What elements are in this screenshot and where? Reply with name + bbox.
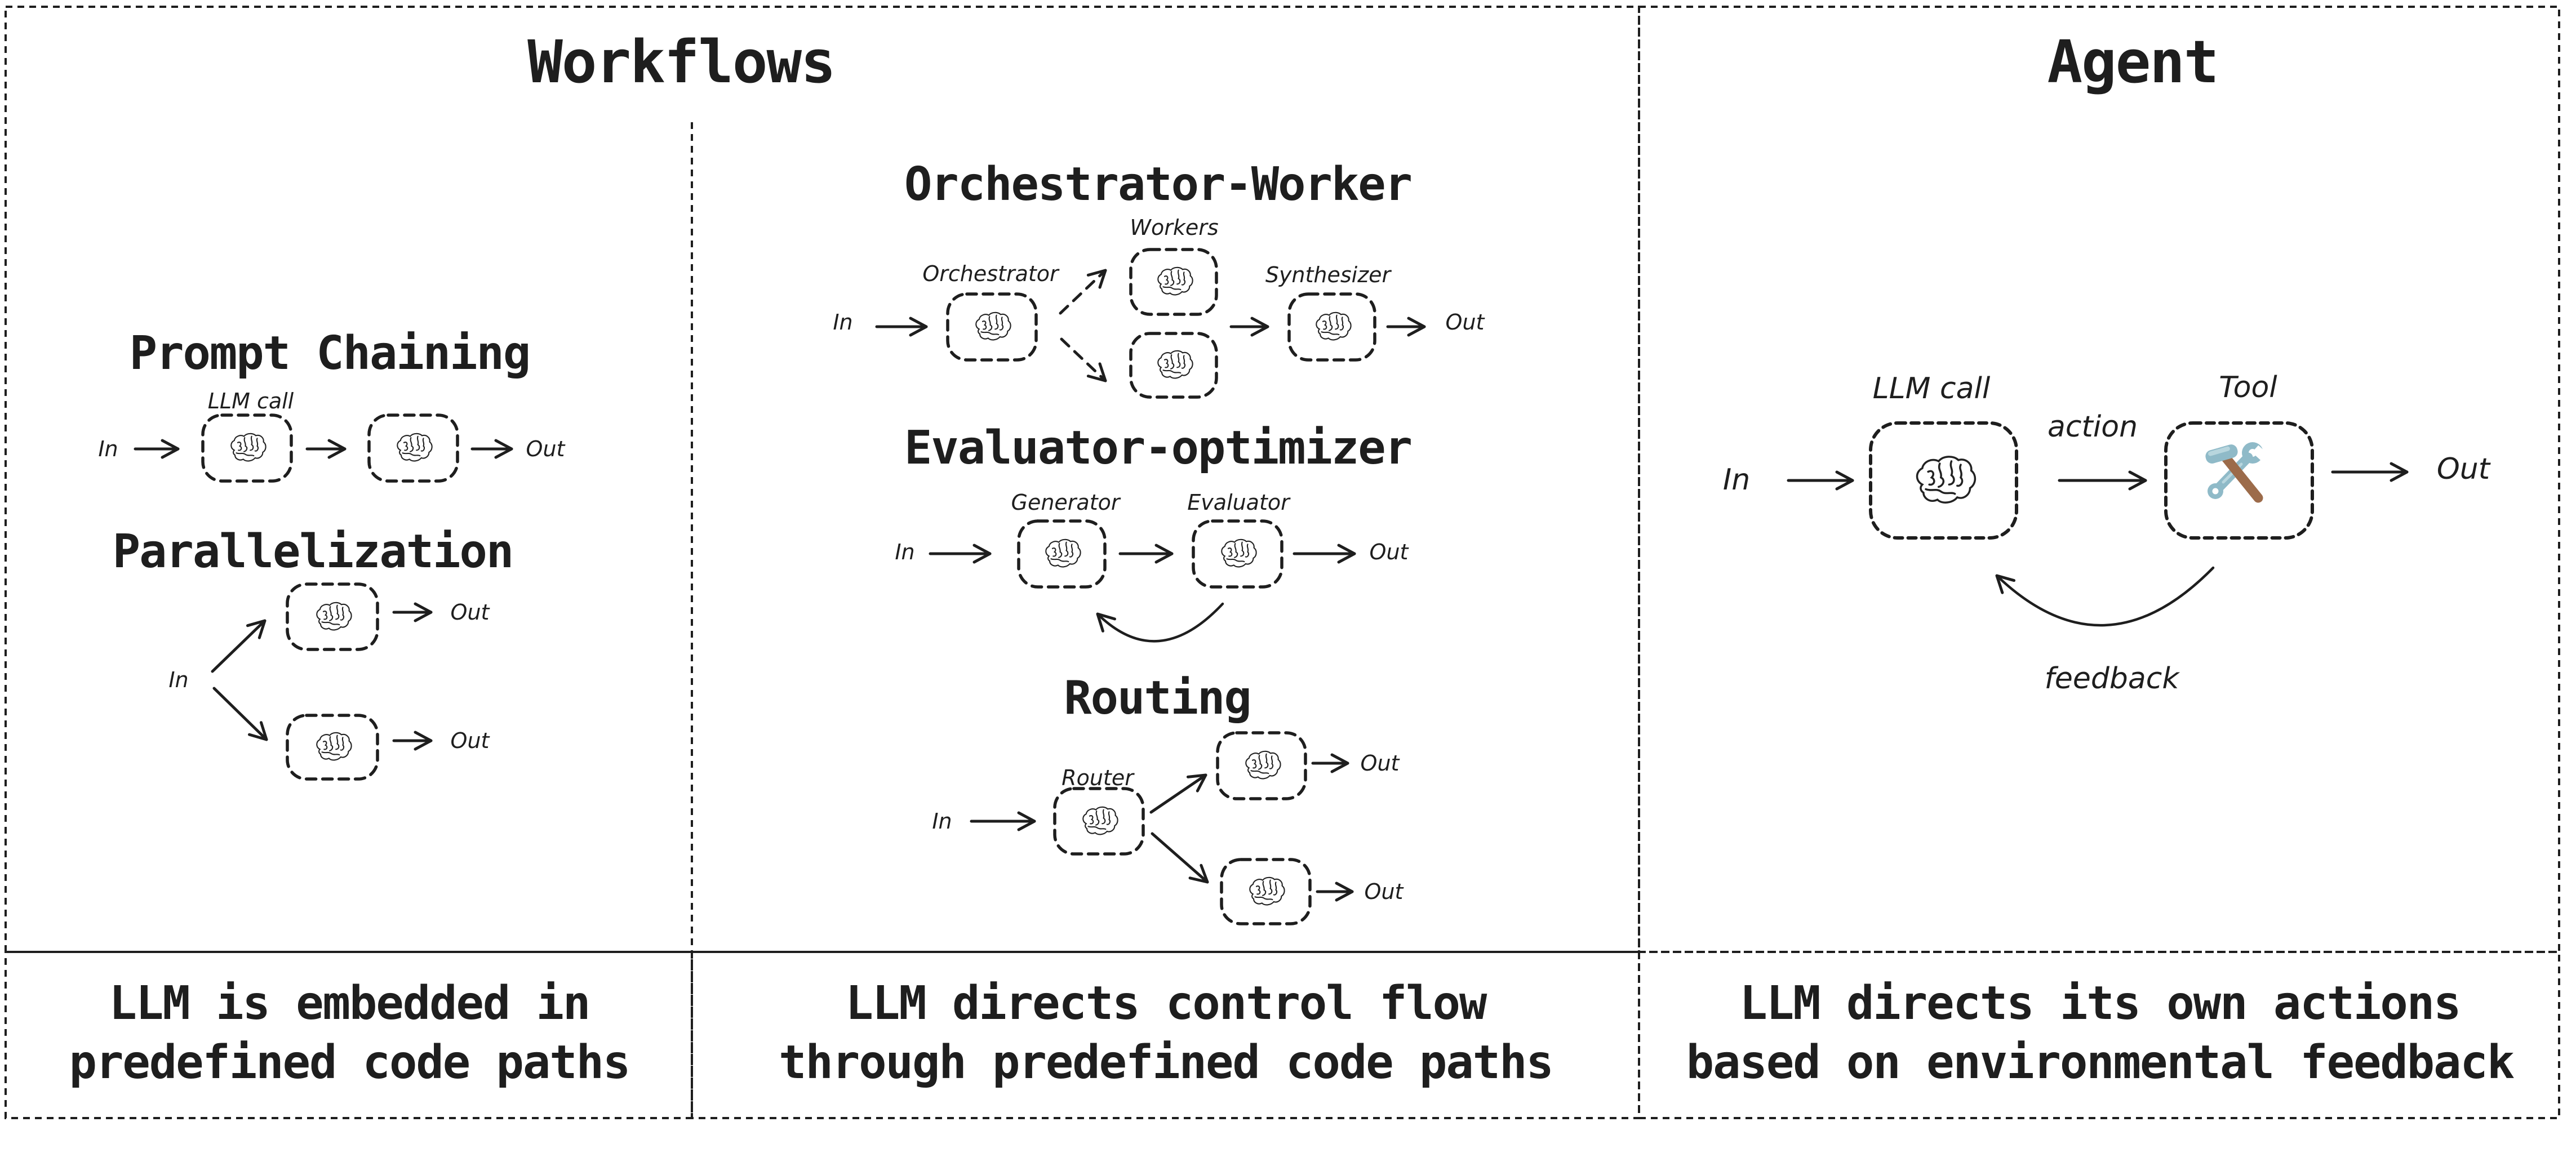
generator-label: Generator bbox=[1011, 490, 1120, 515]
routing-out-bottom-label: Out bbox=[1364, 879, 1404, 904]
evaluator-optimizer-out-label: Out bbox=[1369, 540, 1409, 564]
routing-title: Routing bbox=[1064, 671, 1252, 725]
worker-box-bottom bbox=[1129, 332, 1218, 399]
routing-out-top-label: Out bbox=[1360, 751, 1400, 776]
brain-icon bbox=[1249, 876, 1285, 906]
evaluator-optimizer-in-label: In bbox=[895, 540, 915, 564]
prompt-chaining-llm-box-1 bbox=[201, 413, 293, 483]
arrow-rt-up bbox=[1149, 773, 1207, 814]
orchestrator-worker-in-label: In bbox=[833, 310, 853, 335]
orchestrator-label: Orchestrator bbox=[922, 261, 1059, 286]
parallelization-title: Parallelization bbox=[112, 525, 514, 578]
synthesizer-box bbox=[1287, 292, 1376, 362]
brain-icon bbox=[1157, 266, 1193, 296]
agent-node-boxes bbox=[1869, 421, 2314, 540]
node-boxes bbox=[201, 248, 1376, 925]
parallelization-llm-box-top bbox=[286, 582, 379, 651]
orchestrator-worker-title: Orchestrator-Worker bbox=[904, 158, 1413, 211]
prompt-chaining-in-label: In bbox=[98, 437, 118, 461]
arrow-ow-dispatch-bottom bbox=[1060, 337, 1107, 382]
agent-title: Agent bbox=[2047, 28, 2219, 96]
arrow-agent-feedback bbox=[1995, 566, 2215, 627]
hammer-wrench-icon bbox=[2205, 442, 2271, 503]
caption-agent-line2: based on environmental feedback bbox=[1686, 1036, 2515, 1089]
caption-chaining-line1: LLM is embedded in bbox=[109, 977, 591, 1030]
prompt-chaining-llm-call-label: LLM call bbox=[207, 389, 294, 413]
caption-box-flow-border bbox=[691, 951, 1640, 1119]
routing-llm-box-top bbox=[1216, 731, 1307, 800]
brain-icon bbox=[1045, 538, 1081, 568]
caption-chaining-line2: predefined code paths bbox=[69, 1036, 631, 1089]
agent-llm-call-label: LLM call bbox=[1872, 372, 1991, 406]
brain-icon bbox=[1221, 538, 1257, 568]
workflows-panel-border bbox=[5, 6, 1640, 953]
routing-in-label: In bbox=[932, 809, 952, 834]
brain-icon bbox=[230, 433, 267, 462]
parallelization-in-label: In bbox=[168, 667, 189, 692]
orchestrator-box bbox=[946, 292, 1038, 362]
evaluator-box bbox=[1192, 519, 1283, 589]
feedback-arrows bbox=[1096, 566, 2215, 643]
arrow-par-down bbox=[212, 687, 268, 741]
brain-icon bbox=[316, 732, 352, 761]
arrow-par-up bbox=[211, 619, 267, 673]
arrow-ow-dispatch-top bbox=[1059, 269, 1107, 315]
synthesizer-label: Synthesizer bbox=[1265, 262, 1391, 287]
brain-icon bbox=[975, 311, 1011, 341]
agent-llm-box bbox=[1869, 421, 2018, 540]
parallelization-out-top-label: Out bbox=[450, 600, 490, 625]
flow-arrows bbox=[134, 317, 2409, 902]
arrow-eo-feedback bbox=[1096, 602, 1224, 643]
prompt-chaining-out-label: Out bbox=[526, 437, 565, 461]
caption-agent-line1: LLM directs its own actions bbox=[1739, 977, 2462, 1030]
workers-label: Workers bbox=[1130, 215, 1219, 240]
arrow-rt-down bbox=[1151, 832, 1209, 884]
prompt-chaining-title: Prompt Chaining bbox=[129, 327, 531, 380]
parallelization-out-bottom-label: Out bbox=[450, 728, 490, 753]
agent-out-label: Out bbox=[2436, 452, 2490, 486]
caption-flow-line1: LLM directs control flow bbox=[845, 977, 1487, 1030]
panel-borders bbox=[5, 6, 2560, 1119]
dispatch-arrows bbox=[1059, 269, 1107, 382]
generator-box bbox=[1017, 519, 1107, 589]
parallelization-llm-box-bottom bbox=[286, 714, 379, 781]
agent-panel-border bbox=[1638, 6, 2560, 953]
evaluator-label: Evaluator bbox=[1187, 490, 1290, 515]
agent-tool-label: Tool bbox=[2219, 371, 2277, 404]
router-label: Router bbox=[1062, 765, 1134, 790]
brain-icon bbox=[1916, 456, 1977, 504]
brain-icon bbox=[397, 433, 433, 462]
worker-box-top bbox=[1129, 248, 1218, 316]
prompt-chaining-llm-box-2 bbox=[367, 413, 459, 483]
caption-flow-line2: through predefined code paths bbox=[779, 1036, 1554, 1089]
agent-in-label: In bbox=[1722, 463, 1751, 497]
orchestrator-worker-out-label: Out bbox=[1445, 310, 1485, 335]
brain-icon bbox=[1316, 311, 1352, 341]
brain-icon bbox=[1157, 350, 1193, 379]
brain-icon bbox=[1082, 806, 1118, 835]
router-box bbox=[1053, 787, 1145, 856]
evaluator-optimizer-title: Evaluator-optimizer bbox=[904, 421, 1413, 475]
routing-llm-box-bottom bbox=[1220, 858, 1312, 925]
brain-icon bbox=[316, 602, 352, 631]
workflows-title: Workflows bbox=[527, 28, 836, 96]
agent-action-label: action bbox=[2047, 410, 2138, 444]
agent-tool-box bbox=[2164, 421, 2314, 540]
brain-icon bbox=[1245, 750, 1281, 780]
agent-feedback-label: feedback bbox=[2044, 662, 2179, 696]
